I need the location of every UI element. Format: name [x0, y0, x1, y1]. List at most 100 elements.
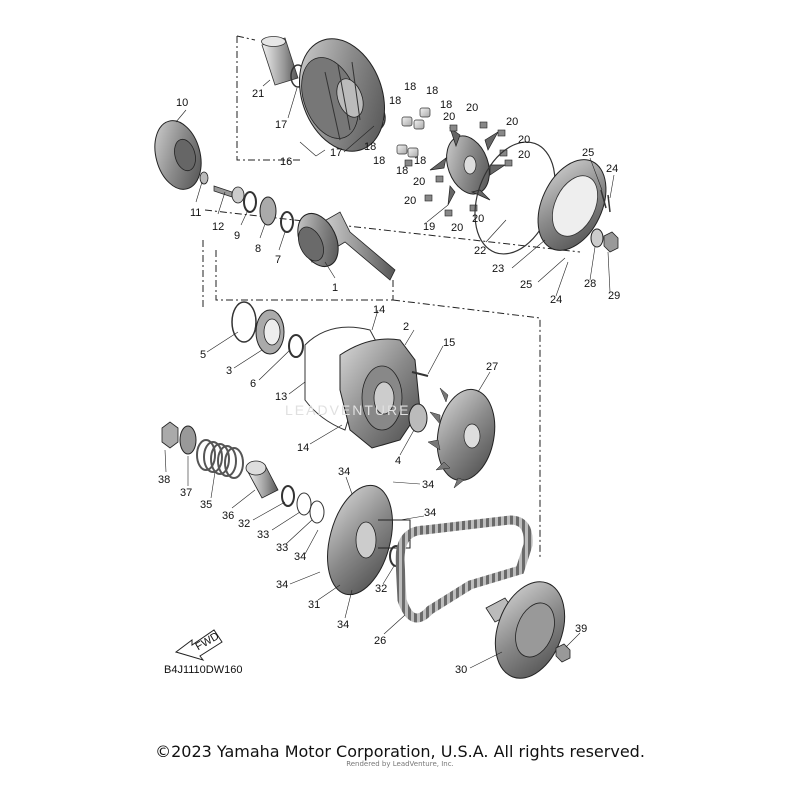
part-4-seal	[408, 403, 428, 433]
part-35-spring	[196, 439, 244, 479]
callout-20e: 20	[518, 149, 530, 161]
callout-32b: 32	[375, 583, 387, 595]
part-19-spider	[429, 127, 507, 206]
callout-17a: 17	[275, 119, 287, 131]
part-8-bearing	[259, 196, 277, 226]
callout-6: 6	[250, 378, 256, 390]
part-18-rollers	[396, 107, 431, 158]
callout-23: 23	[492, 263, 504, 275]
part-1-drive-shaft	[297, 211, 396, 281]
callout-34a: 34	[338, 466, 350, 478]
part-31-sheave	[327, 484, 411, 596]
callout-34e: 34	[276, 579, 288, 591]
callout-18e: 18	[364, 141, 376, 153]
callout-20f: 20	[413, 176, 425, 188]
callout-31: 31	[308, 599, 320, 611]
part-12-bolt	[213, 185, 245, 204]
part-29-nut	[603, 231, 619, 253]
callout-20b: 20	[443, 111, 455, 123]
callout-7: 7	[275, 254, 281, 266]
rendered-by-text: Rendered by LeadVenture, Inc.	[346, 760, 454, 768]
callout-32a: 32	[238, 518, 250, 530]
part-28-washer	[590, 228, 604, 248]
part-16-primary-sheave	[298, 38, 386, 152]
part-15-bolt	[411, 371, 429, 377]
callout-4: 4	[395, 455, 401, 467]
callout-10: 10	[176, 97, 188, 109]
part-25-screw	[600, 189, 607, 209]
callout-20c: 20	[506, 116, 518, 128]
part-21-sleeve	[261, 36, 299, 86]
part-36-collar	[245, 460, 279, 499]
callout-33a: 33	[257, 529, 269, 541]
part-10-flywheel	[154, 120, 202, 190]
callout-34f: 34	[337, 619, 349, 631]
callout-15: 15	[443, 337, 455, 349]
part-32-ring-a	[281, 485, 295, 507]
callout-3: 3	[226, 365, 232, 377]
callout-20i: 20	[472, 213, 484, 225]
callout-36: 36	[222, 510, 234, 522]
callout-34d: 34	[294, 551, 306, 563]
part-11-washer	[199, 171, 209, 185]
callout-18d: 18	[440, 99, 452, 111]
part-23-cover	[537, 159, 607, 251]
watermark: LEADVENTURE	[285, 402, 410, 418]
callout-34b: 34	[422, 479, 434, 491]
fwd-arrow-icon: FWD	[174, 629, 223, 661]
callout-2: 2	[403, 321, 409, 333]
callout-22: 22	[474, 245, 486, 257]
callout-18c: 18	[389, 95, 401, 107]
callout-16: 16	[280, 156, 292, 168]
part-30-secondary-sheave	[485, 581, 566, 679]
callout-27: 27	[486, 361, 498, 373]
part-33-ring-b	[309, 500, 325, 524]
callout-19: 19	[423, 221, 435, 233]
callout-34c: 34	[424, 507, 436, 519]
callout-30: 30	[455, 664, 467, 676]
callout-20a: 20	[466, 102, 478, 114]
callout-11: 11	[190, 207, 201, 219]
callout-20h: 20	[451, 222, 463, 234]
callout-24a: 24	[606, 163, 618, 175]
leader-lines	[164, 79, 615, 669]
part-27-sheave	[427, 387, 496, 489]
part-7-ring	[280, 211, 294, 233]
callout-14a: 14	[373, 304, 385, 316]
callout-17b: 17	[330, 147, 342, 159]
callout-12: 12	[212, 221, 224, 233]
callout-8: 8	[255, 243, 261, 255]
part-33-ring	[296, 492, 312, 516]
callout-labels: 1 2 3 4 5 6 7 8 9 10 11 12 13 14 14 15 1…	[158, 81, 620, 676]
callout-13: 13	[275, 391, 287, 403]
callout-14b: 14	[297, 442, 309, 454]
part-20-sliders	[404, 121, 513, 217]
callout-18f: 18	[373, 155, 385, 167]
callout-25a: 25	[582, 147, 594, 159]
part-26-belt	[395, 515, 533, 623]
callout-26: 26	[374, 635, 386, 647]
part-38-nut	[161, 421, 179, 449]
part-3-bearing	[255, 309, 285, 355]
callout-18a: 18	[404, 81, 416, 93]
callout-1: 1	[332, 282, 338, 294]
part-2-case	[339, 338, 421, 449]
callout-33b: 33	[276, 542, 288, 554]
callout-29: 29	[608, 290, 620, 302]
callout-18h: 18	[414, 155, 426, 167]
copyright-text: ©2023 Yamaha Motor Corporation, U.S.A. A…	[155, 742, 645, 761]
callout-39: 39	[575, 623, 587, 635]
callout-18g: 18	[396, 165, 408, 177]
callout-9: 9	[234, 230, 240, 242]
part-5-snap-ring	[231, 301, 257, 343]
part-37-washer	[179, 425, 197, 455]
callout-5: 5	[200, 349, 206, 361]
callout-18b: 18	[426, 85, 438, 97]
part-39-nut	[555, 643, 571, 663]
callout-35: 35	[200, 499, 212, 511]
callout-20d: 20	[518, 134, 530, 146]
part-9-ring	[243, 191, 257, 213]
callout-28: 28	[584, 278, 596, 290]
callout-25b: 25	[520, 279, 532, 291]
